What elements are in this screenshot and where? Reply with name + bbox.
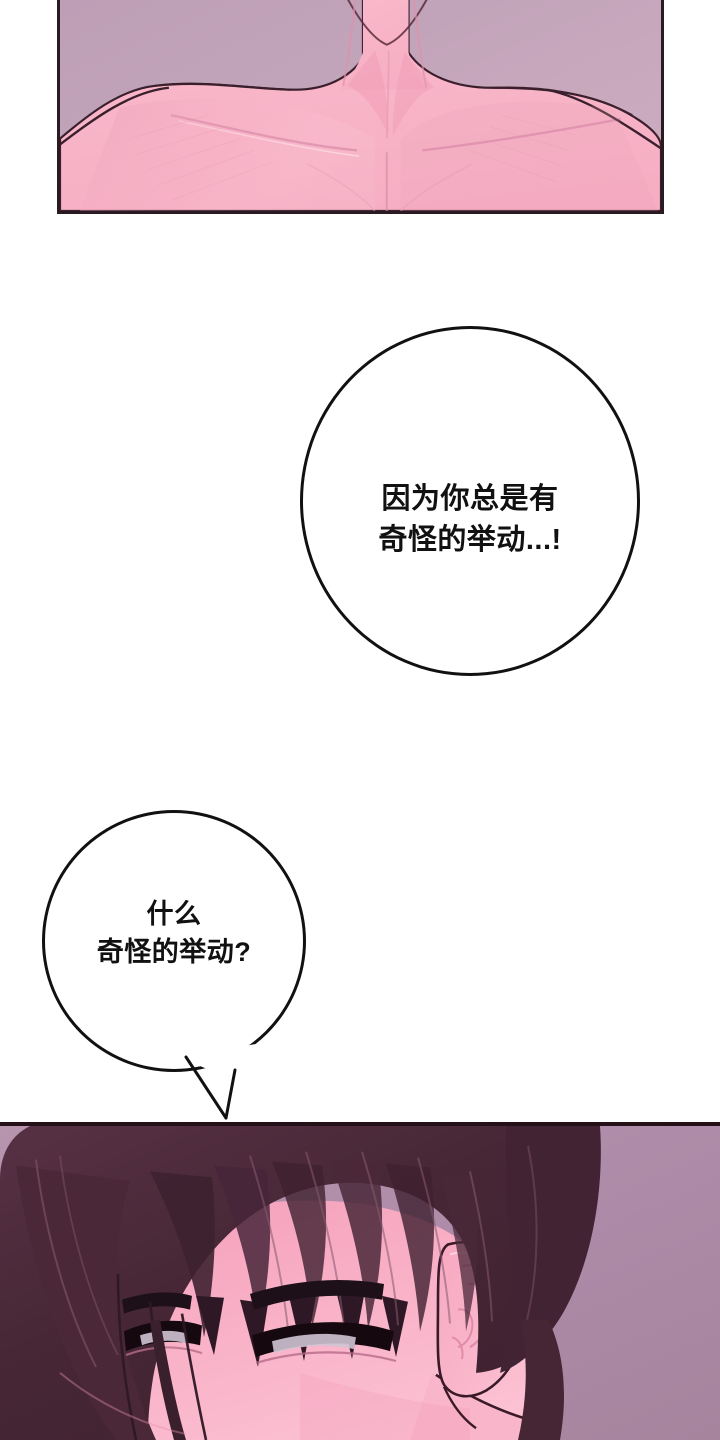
bubble-lower-line-2: 奇怪的举动? xyxy=(96,937,252,968)
ear-shape xyxy=(436,1241,526,1398)
panel-face xyxy=(0,1122,720,1440)
right-eye xyxy=(252,1322,397,1365)
speech-bubble-lower: 什么 奇怪的举动? xyxy=(42,810,306,1072)
left-eye xyxy=(124,1320,203,1357)
speech-bubble-tail-icon xyxy=(184,1042,268,1120)
panel-torso xyxy=(57,0,664,214)
speech-bubble-upper: 因为你总是有 奇怪的举动...! xyxy=(300,326,640,676)
torso-artwork xyxy=(60,0,661,211)
hair-shape xyxy=(0,1126,601,1440)
bubble-upper-line-1: 因为你总是有 xyxy=(381,483,559,515)
bubble-upper-line-2: 奇怪的举动...! xyxy=(378,524,562,557)
bubble-lower-line-1: 什么 xyxy=(146,899,202,929)
face-artwork xyxy=(0,1126,720,1440)
